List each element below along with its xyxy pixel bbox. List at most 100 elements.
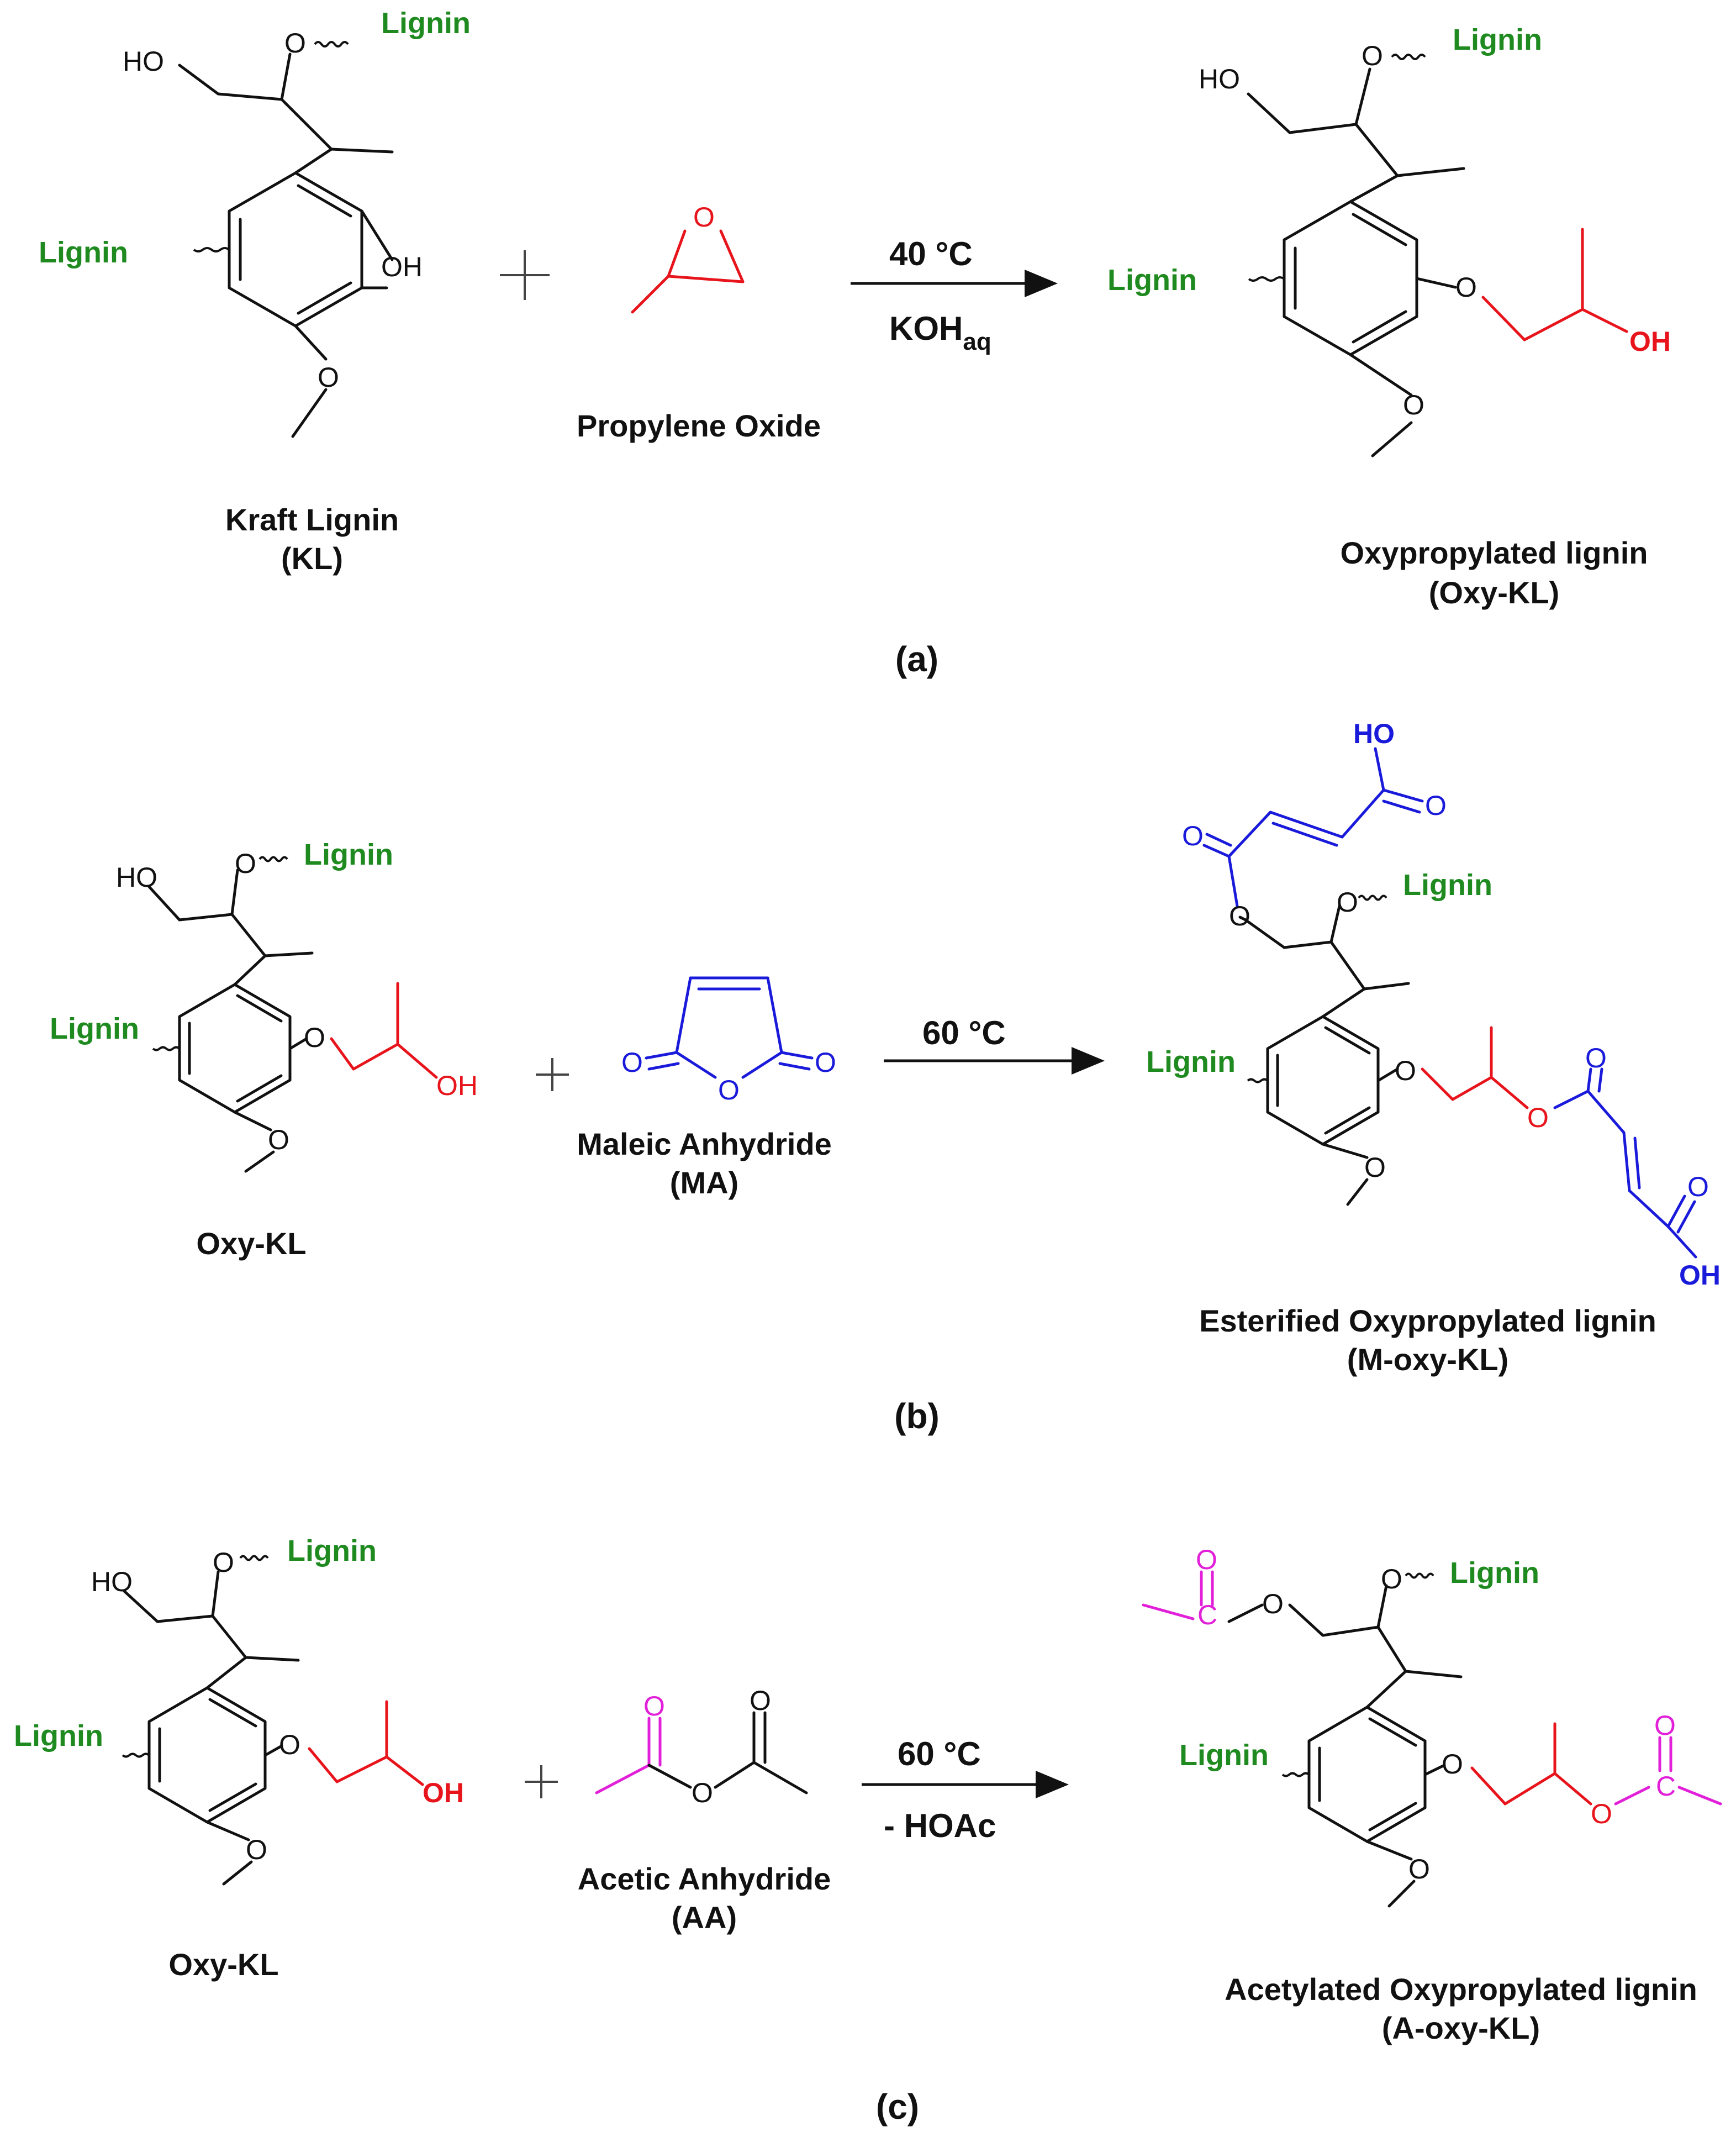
- carbonyl-oxygen-label: O: [815, 1047, 836, 1078]
- propylene-oxide-name: Propylene Oxide: [577, 408, 821, 443]
- carbonyl-oxygen-label: O: [1585, 1043, 1607, 1073]
- catalyst-label: KOHaq: [889, 310, 991, 355]
- ester-oxygen-label: O: [1229, 901, 1250, 931]
- phenol-oh-label: OH: [381, 251, 423, 282]
- m-oxy-kl-product-structure: O O O O O O OH O O HO O Lignin Lignin: [1146, 718, 1721, 1291]
- methoxy-oxygen-label: O: [246, 1834, 267, 1865]
- hydroxyl-label: HO: [91, 1566, 133, 1597]
- ether-oxygen-label: O: [213, 1547, 234, 1578]
- aryl-ether-oxygen-label: O: [1455, 272, 1477, 303]
- lignin-chain-label: Lignin: [1107, 264, 1197, 297]
- plus-sign: [525, 1765, 558, 1798]
- ether-oxygen-label: O: [1381, 1564, 1402, 1594]
- compound-names-b: Oxy-KL Maleic Anhydride (MA) Esterified …: [196, 1127, 1656, 1436]
- methoxy-oxygen-label: O: [1403, 390, 1424, 420]
- ether-oxygen-label: O: [284, 28, 306, 59]
- panel-c-label: (c): [876, 2087, 919, 2127]
- m-oxy-kl-name: Esterified Oxypropylated lignin: [1199, 1303, 1656, 1338]
- oxy-kl-reactant-structure: HO O O OH O Lignin Lignin: [50, 838, 478, 1173]
- aryl-ether-oxygen-label: O: [304, 1022, 325, 1053]
- hydroxyl-label: HO: [123, 46, 164, 77]
- ether-oxygen-label: O: [235, 848, 256, 879]
- oxy-kl-reactant-structure: HO O O OH O Lignin Lignin: [14, 1534, 464, 1886]
- m-oxy-kl-abbr: (M-oxy-KL): [1347, 1342, 1508, 1377]
- carbonyl-oxygen-label: O: [750, 1685, 771, 1716]
- compound-names-c: Oxy-KL Acetic Anhydride (AA) Acetylated …: [168, 1861, 1697, 2127]
- carbonyl-oxygen-label: O: [1654, 1710, 1676, 1741]
- lignin-chain-label: Lignin: [304, 838, 393, 871]
- panel-a-label: (a): [895, 639, 938, 679]
- lignin-chain-label: Lignin: [39, 236, 128, 269]
- ring-oxygen-label: O: [718, 1075, 740, 1106]
- methoxy-oxygen-label: O: [318, 362, 339, 393]
- acetyl-carbon-label: C: [1656, 1771, 1676, 1802]
- panel-a: HO O OH O Lignin Lignin O 40 °C KOHaq: [39, 7, 1671, 679]
- maleic-anhydride-name: Maleic Anhydride: [577, 1127, 832, 1161]
- carbonyl-oxygen-label: O: [1425, 790, 1447, 821]
- hydroxyl-label: HO: [1199, 64, 1240, 94]
- ester-oxygen-label: O: [1262, 1588, 1284, 1619]
- plus-sign: [536, 1058, 569, 1091]
- lignin-chain-label: Lignin: [14, 1719, 103, 1752]
- lignin-chain-label: Lignin: [287, 1534, 377, 1567]
- acetyl-carbon-label: C: [1197, 1599, 1217, 1630]
- temperature-label: 60 °C: [898, 1735, 981, 1772]
- bridging-oxygen-label: O: [692, 1777, 713, 1808]
- ether-oxygen-label: O: [1337, 887, 1358, 918]
- lignin-chain-label: Lignin: [1453, 23, 1542, 56]
- secondary-oh-label: OH: [436, 1070, 478, 1101]
- a-oxy-kl-abbr: (A-oxy-KL): [1382, 2011, 1540, 2045]
- oxy-kl-product-structure: HO O O OH O Lignin Lignin: [1107, 23, 1671, 457]
- lignin-chain-label: Lignin: [1403, 869, 1492, 902]
- kraft-lignin-name: Kraft Lignin: [225, 502, 399, 537]
- panel-c: HO O O OH O Lignin Lignin O O O: [14, 1534, 1722, 2127]
- acetic-anhydride-name: Acetic Anhydride: [578, 1861, 831, 1896]
- kraft-lignin-structure: HO O OH O Lignin Lignin: [39, 7, 471, 438]
- plus-sign: [500, 250, 550, 300]
- methoxy-oxygen-label: O: [268, 1124, 289, 1155]
- carbonyl-oxygen-label: O: [621, 1047, 643, 1078]
- ester-oxygen-label: O: [1527, 1102, 1549, 1133]
- compound-names-a: Kraft Lignin (KL) Propylene Oxide Oxypro…: [225, 408, 1648, 679]
- oxy-kl-name: Oxy-KL: [168, 1947, 278, 1982]
- carbonyl-oxygen-label: O: [1687, 1171, 1709, 1202]
- reaction-arrow-b: 60 °C: [884, 1014, 1105, 1075]
- carboxyl-oh-label: OH: [1679, 1260, 1721, 1291]
- oxy-kl-abbr: (Oxy-KL): [1429, 575, 1559, 610]
- oxy-kl-name: Oxy-KL: [196, 1226, 306, 1261]
- carbonyl-oxygen-label: O: [1196, 1544, 1217, 1575]
- lignin-chain-label: Lignin: [381, 7, 471, 40]
- secondary-oh-label: OH: [423, 1777, 464, 1808]
- acetic-anhydride-structure: O O O: [595, 1685, 808, 1808]
- temperature-label: 60 °C: [922, 1014, 1006, 1051]
- maleic-anhydride-structure: O O O: [621, 976, 836, 1106]
- reaction-arrow-c: 60 °C - HOAc: [862, 1735, 1069, 1844]
- lignin-chain-label: Lignin: [50, 1012, 139, 1045]
- carboxyl-oh-label: HO: [1353, 718, 1395, 749]
- reaction-arrow-a: 40 °C KOHaq: [851, 235, 1058, 355]
- panel-b-label: (b): [894, 1396, 940, 1436]
- oxy-kl-name: Oxypropylated lignin: [1341, 535, 1648, 570]
- ester-oxygen-label: O: [1591, 1798, 1612, 1829]
- hydroxyl-label: HO: [116, 862, 157, 893]
- a-oxy-kl-name: Acetylated Oxypropylated lignin: [1225, 1972, 1697, 2007]
- maleic-anhydride-abbr: (MA): [670, 1165, 738, 1200]
- aryl-ether-oxygen-label: O: [1395, 1055, 1416, 1086]
- lignin-chain-label: Lignin: [1450, 1556, 1539, 1590]
- aryl-ether-oxygen-label: O: [279, 1729, 300, 1760]
- lignin-chain-label: Lignin: [1146, 1045, 1236, 1078]
- carbonyl-oxygen-label: O: [1182, 820, 1204, 851]
- byproduct-label: - HOAc: [884, 1807, 996, 1844]
- methoxy-oxygen-label: O: [1408, 1854, 1430, 1885]
- temperature-label: 40 °C: [889, 235, 973, 272]
- panel-b: HO O O OH O Lignin Lignin O O O: [50, 718, 1721, 1436]
- kraft-lignin-abbr: (KL): [281, 541, 343, 576]
- acetic-anhydride-abbr: (AA): [672, 1900, 737, 1935]
- propylene-oxide-structure: O: [631, 202, 745, 314]
- lignin-chain-label: Lignin: [1179, 1739, 1269, 1772]
- a-oxy-kl-product-structure: O C O O O O C O O Lignin Lignin: [1142, 1544, 1722, 1908]
- carbonyl-oxygen-label: O: [643, 1691, 665, 1722]
- secondary-oh-label: OH: [1629, 326, 1671, 357]
- epoxide-oxygen-label: O: [693, 202, 715, 233]
